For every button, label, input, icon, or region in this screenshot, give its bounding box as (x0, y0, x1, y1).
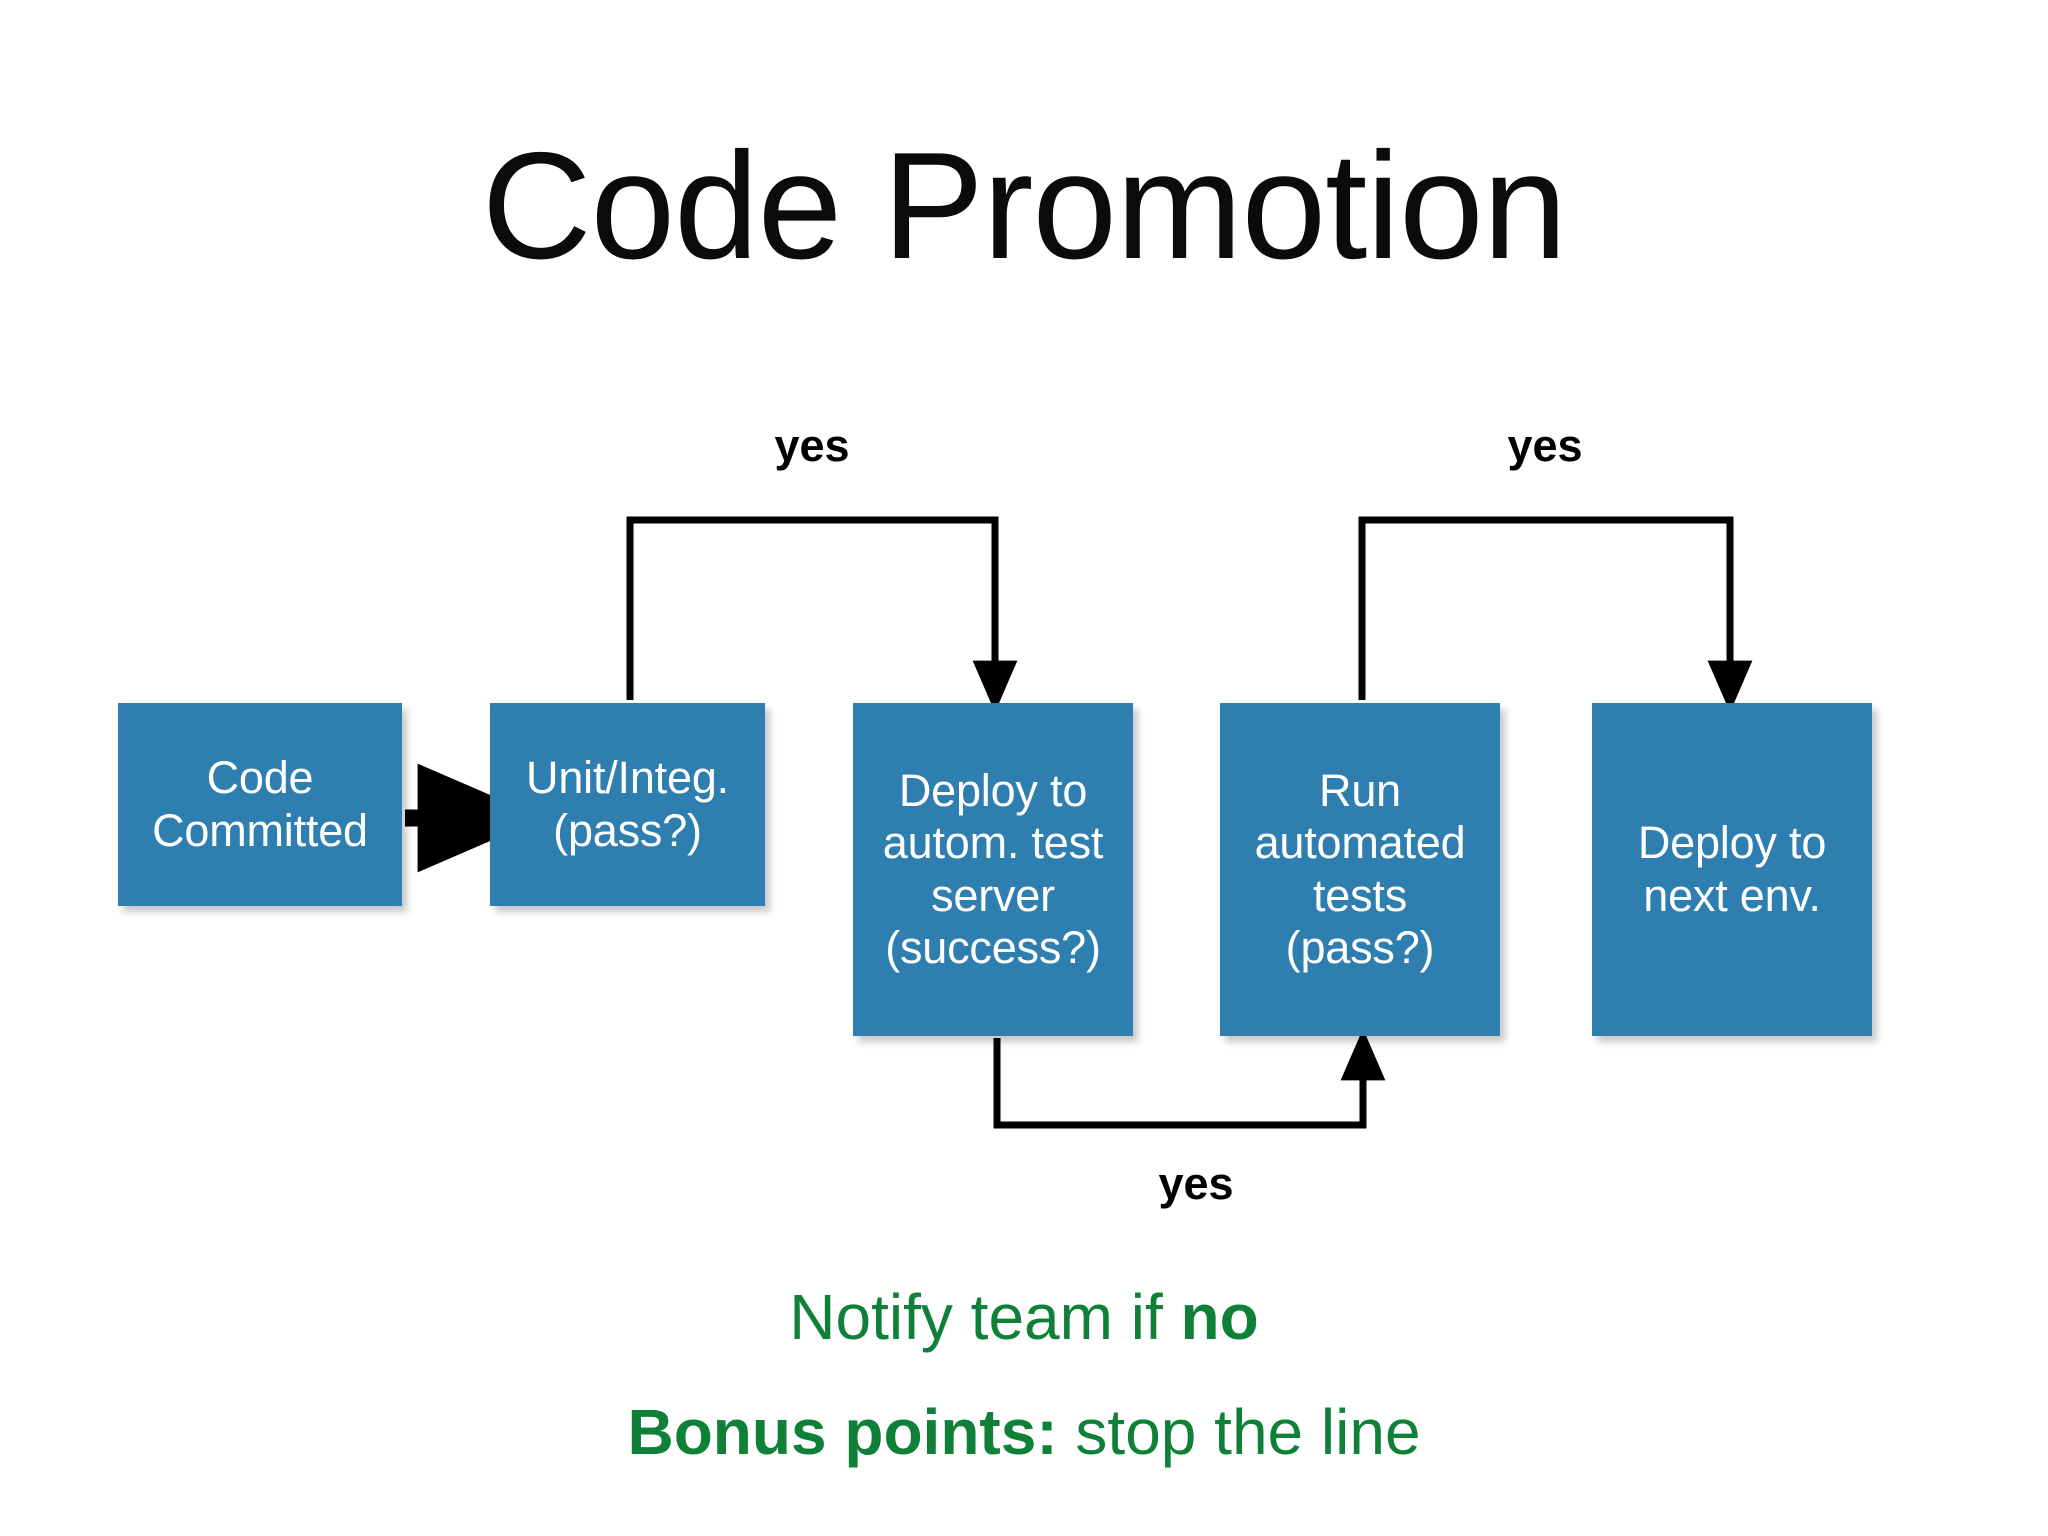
node-line: Code (206, 752, 314, 804)
note-notify-team: Notify team if no (0, 1285, 2048, 1349)
node-line: Run (1319, 765, 1401, 817)
edge-label-yes-3: yes (1158, 1158, 1234, 1209)
node-line: autom. test (882, 817, 1104, 869)
node-line: (pass?) (553, 804, 702, 856)
node-line: Committed (152, 804, 368, 856)
note-text-plain: Notify team if (789, 1281, 1181, 1353)
note-bonus-points: Bonus points: stop the line (0, 1400, 2048, 1464)
node-line: Unit/Integ. (526, 752, 729, 804)
flow-node-deploy-next-env[interactable]: Deploy to next env. (1592, 703, 1872, 1036)
node-line: Deploy to (898, 765, 1088, 817)
flow-node-deploy-autom-test-server[interactable]: Deploy to autom. test server (success?) (853, 703, 1133, 1036)
edge-deploy-success-to-run-tests (993, 1028, 1386, 1129)
edge-label-yes-1: yes (774, 420, 850, 471)
edge-label-yes-2: yes (1507, 420, 1583, 471)
node-line: next env. (1643, 869, 1821, 921)
node-line: automated (1254, 817, 1466, 869)
flow-node-run-automated-tests[interactable]: Run automated tests (pass?) (1220, 703, 1500, 1036)
edge-tests-pass-to-next-env (1358, 516, 1753, 713)
node-line: Deploy to (1637, 817, 1827, 869)
note-text-emphasis: no (1180, 1281, 1259, 1353)
node-line: (success?) (885, 921, 1101, 973)
note-text-plain: stop the line (1057, 1396, 1421, 1468)
edge-unit-pass-to-deploy (626, 516, 1018, 713)
node-line: server (931, 869, 1055, 921)
node-line: (pass?) (1285, 921, 1435, 973)
node-line: tests (1312, 869, 1408, 921)
page-title: Code Promotion (481, 121, 1567, 291)
flow-node-unit-integ[interactable]: Unit/Integ. (pass?) (490, 703, 765, 906)
flow-node-code-committed[interactable]: Code Committed (118, 703, 402, 906)
note-text-emphasis: Bonus points: (627, 1396, 1058, 1468)
